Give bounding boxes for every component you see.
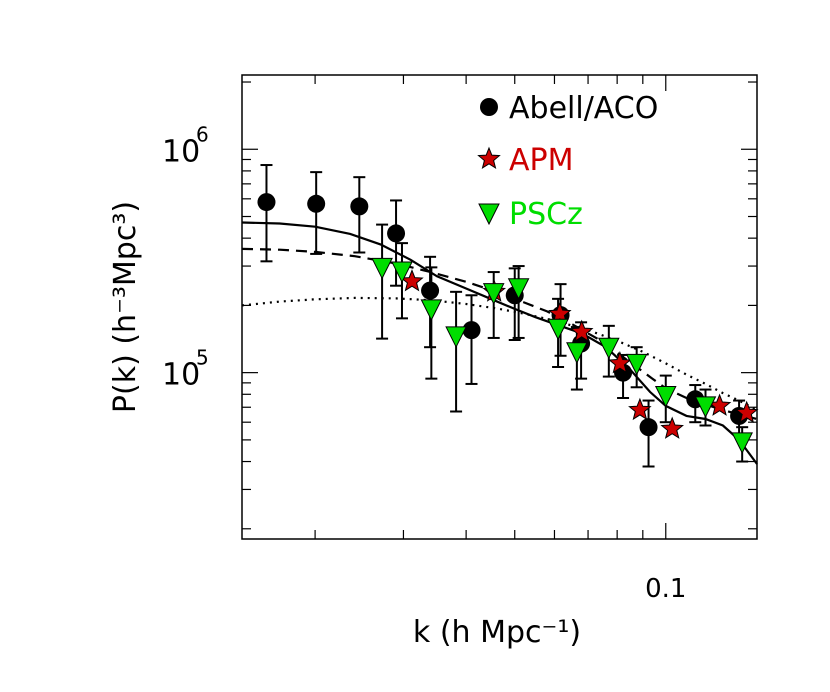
y-tick-exponent: 6 <box>196 122 209 146</box>
legend-marker <box>478 203 500 226</box>
legend-label: Abell/ACO <box>509 91 658 126</box>
data-point-apm <box>628 397 652 421</box>
legend-label: PSCz <box>509 197 583 232</box>
data-point-pscz <box>731 432 753 454</box>
model-curve-dotted <box>241 296 758 412</box>
y-tick-label: 10 <box>162 134 200 169</box>
data-point-apm <box>734 400 759 424</box>
legend-label: APM <box>509 143 574 178</box>
axis-ticks <box>242 75 757 539</box>
data-point-apm <box>608 351 632 374</box>
data-point-pscz <box>625 353 648 376</box>
data-markers <box>257 193 759 454</box>
y-tick-exponent: 5 <box>196 346 209 370</box>
x-tick-label: 0.1 <box>645 574 686 604</box>
data-point-pscz <box>371 257 393 280</box>
error-bars <box>260 164 749 468</box>
y-axis-title: P(k) (h⁻³Mpc³) <box>108 201 143 413</box>
legend-marker <box>480 98 498 116</box>
legend-marker <box>477 146 501 169</box>
data-point-pscz <box>391 261 413 284</box>
data-point-pscz <box>420 299 443 321</box>
data-point-abell-aco <box>307 194 326 213</box>
data-point-pscz <box>445 326 467 349</box>
data-point-pscz <box>507 278 530 300</box>
data-point-abell-aco <box>421 281 440 300</box>
data-point-pscz <box>598 337 620 360</box>
data-point-pscz <box>654 386 677 408</box>
data-point-apm <box>660 416 684 439</box>
data-point-abell-aco <box>387 224 406 243</box>
data-point-abell-aco <box>462 321 481 340</box>
data-point-apm <box>570 319 594 343</box>
data-point-pscz <box>566 342 588 364</box>
data-point-abell-aco <box>639 418 658 437</box>
model-curve-dashed <box>241 247 758 421</box>
data-point-abell-aco <box>350 197 369 216</box>
x-axis-title: k (h Mpc⁻¹) <box>413 615 581 650</box>
legend: Abell/ACO APM PSCz <box>477 91 658 232</box>
y-tick-label: 10 <box>162 358 200 393</box>
plot-frame <box>241 74 758 540</box>
data-point-pscz <box>547 318 569 341</box>
data-point-abell-aco <box>257 193 276 212</box>
data-point-pscz <box>694 396 717 418</box>
data-point-pscz <box>482 283 505 305</box>
